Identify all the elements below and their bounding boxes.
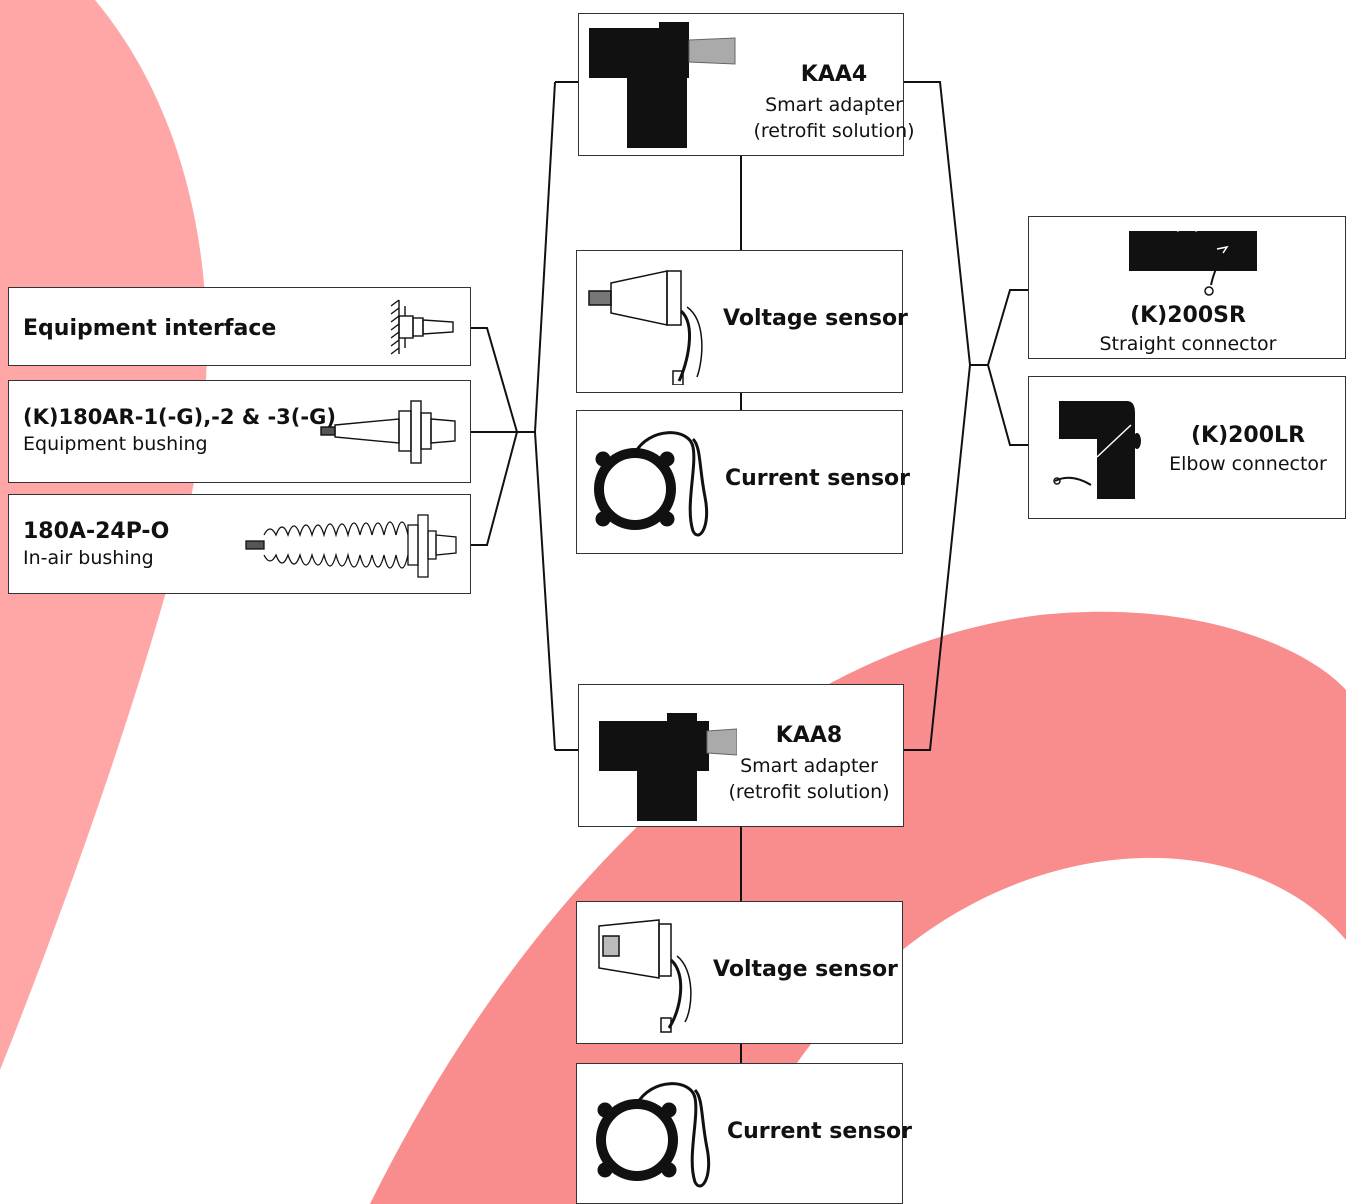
current-sensor-title-2: Current sensor	[727, 1119, 913, 1144]
current-sensor-icon	[596, 1082, 711, 1188]
current-sensor-box-2: Current sensor	[576, 1063, 912, 1204]
current-sensor-box-1: Current sensor	[576, 410, 910, 554]
voltage-sensor-icon	[598, 919, 692, 1033]
voltage-sensor-box-2: Voltage sensor	[576, 901, 903, 1044]
kaa4-line1: Smart adapter	[765, 94, 903, 116]
equipment-bushing-title: (K)180AR-1(-G),-2 & -3(-G)	[23, 405, 336, 429]
straight-connector-title: (K)200SR	[1130, 303, 1246, 328]
wall-interface-icon	[390, 299, 454, 355]
voltage-sensor-icon	[588, 270, 703, 385]
voltage-sensor-box-1: Voltage sensor	[576, 250, 908, 393]
kaa4-title: KAA4	[800, 62, 868, 87]
current-sensor-icon	[594, 431, 709, 537]
kaa8-title: KAA8	[775, 723, 843, 748]
elbow-connector-title: (K)200LR	[1190, 423, 1306, 448]
straight-connector-icon	[1129, 227, 1257, 296]
kaa4-box: KAA4 Smart adapter (retrofit solution)	[578, 13, 915, 156]
straight-connector-box: (K)200SR Straight connector	[1028, 216, 1346, 359]
voltage-sensor-title-2: Voltage sensor	[713, 957, 898, 982]
elbow-connector-subtitle: Elbow connector	[1169, 453, 1327, 475]
equipment-bushing-subtitle: Equipment bushing	[23, 433, 208, 455]
equipment-interface-box: Equipment interface	[8, 287, 471, 366]
in-air-bushing-box: 180A-24P-O In-air bushing	[8, 494, 471, 594]
elbow-connector-box: (K)200LR Elbow connector	[1028, 376, 1346, 519]
kaa4-line2: (retrofit solution)	[753, 120, 915, 142]
equipment-interface-title: Equipment interface	[23, 316, 277, 341]
smart-adapter-icon	[589, 22, 736, 148]
kaa8-line2: (retrofit solution)	[728, 781, 890, 803]
straight-connector-subtitle: Straight connector	[1099, 333, 1277, 355]
elbow-connector-icon	[1053, 401, 1141, 499]
in-air-bushing-title: 180A-24P-O	[23, 519, 170, 544]
kaa8-line1: Smart adapter	[740, 755, 878, 777]
in-air-bushing-subtitle: In-air bushing	[23, 547, 154, 569]
equipment-bushing-icon	[320, 400, 456, 464]
smart-adapter-icon	[599, 713, 737, 821]
current-sensor-title-1: Current sensor	[725, 466, 911, 491]
in-air-bushing-icon	[245, 514, 457, 578]
kaa8-box: KAA8 Smart adapter (retrofit solution)	[578, 684, 904, 827]
voltage-sensor-title-1: Voltage sensor	[723, 306, 908, 331]
equipment-bushing-box: (K)180AR-1(-G),-2 & -3(-G) Equipment bus…	[8, 380, 471, 483]
